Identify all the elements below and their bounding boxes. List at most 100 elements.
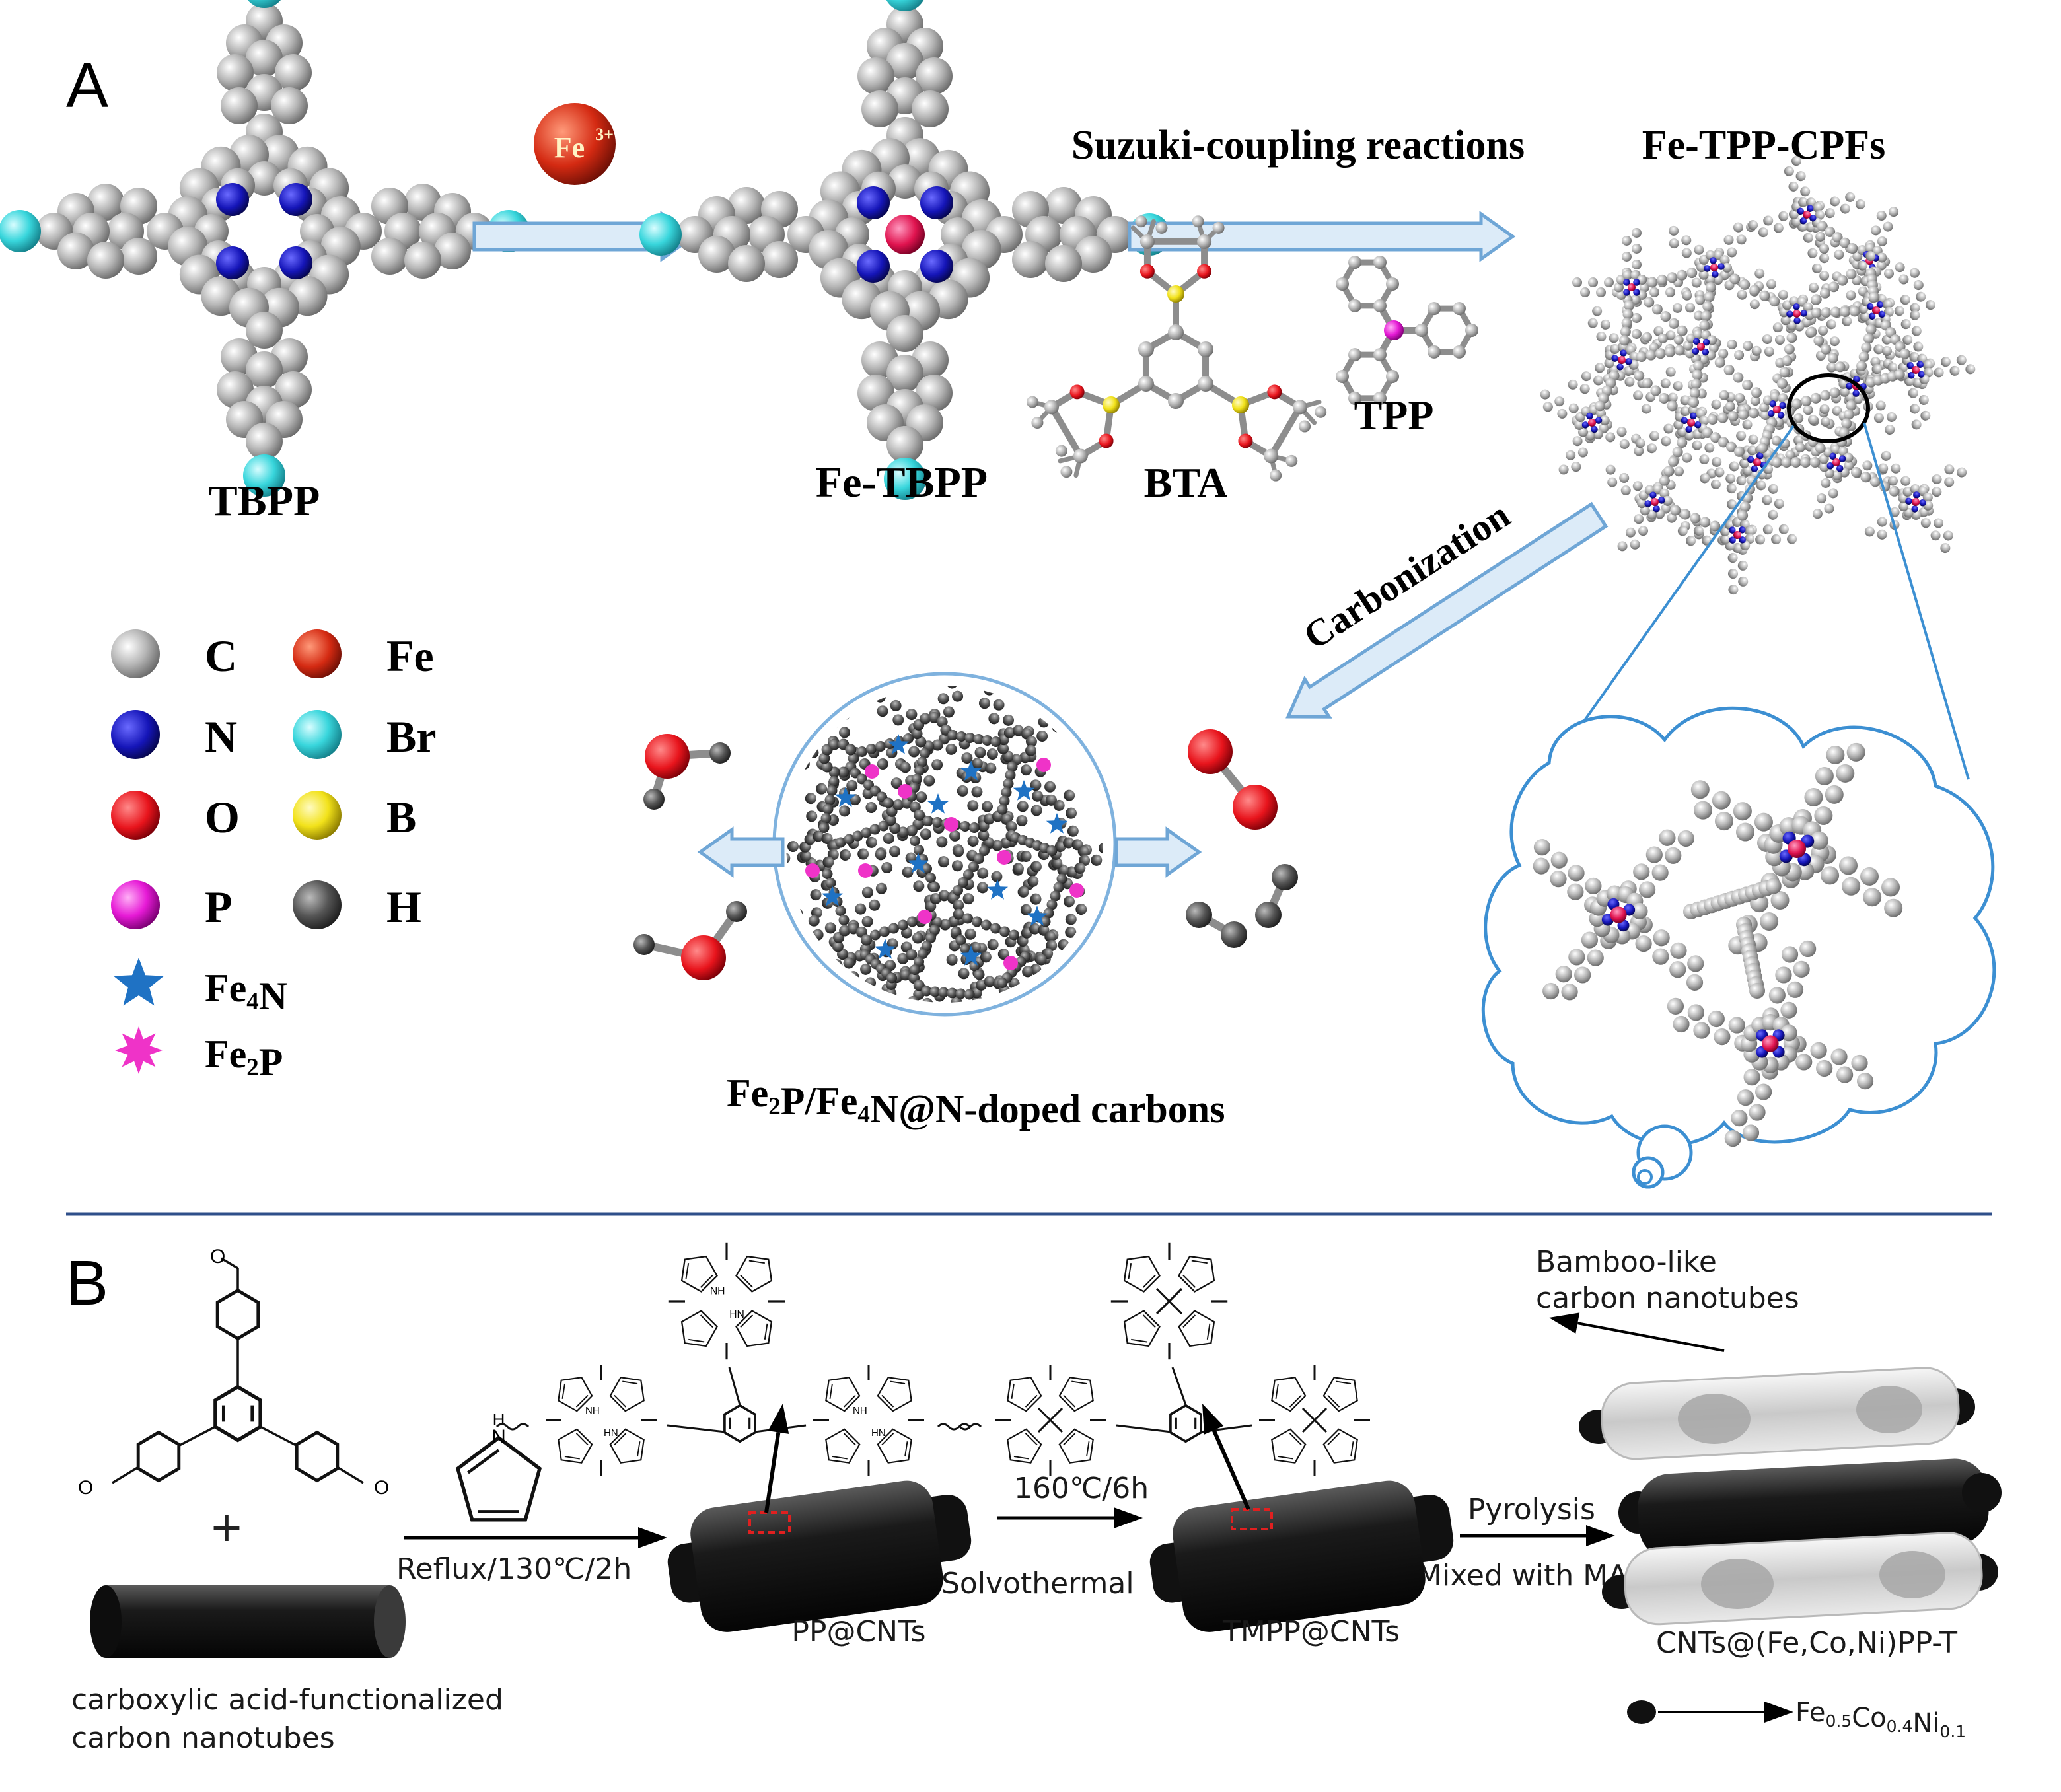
network-node <box>1751 268 1842 359</box>
carbon-atom <box>958 877 968 888</box>
carbon-atom <box>1758 227 1768 238</box>
text-run: P <box>259 1040 283 1084</box>
text-run: Fe <box>727 1071 768 1115</box>
carbon-atom <box>1677 526 1688 536</box>
carbon-atom <box>1934 518 1944 528</box>
carbon-atom <box>1762 524 1773 535</box>
nitrogen-atom <box>1625 358 1632 365</box>
carbon-atom <box>969 822 980 833</box>
carbon-atom <box>977 867 989 879</box>
carbon-atom <box>1871 364 1882 375</box>
carbon-atom <box>920 748 930 759</box>
carbon-atom <box>1781 457 1792 468</box>
carbon-atom <box>1795 443 1805 453</box>
carbon-atom <box>1900 319 1911 330</box>
carbon-atom <box>1728 1017 1745 1034</box>
fe4n-star <box>927 793 949 814</box>
carbon-atom <box>1818 326 1828 336</box>
pyrrole-unit <box>1262 1424 1311 1472</box>
bamboo-compartment <box>1879 1551 1945 1598</box>
carbon-atom <box>1035 999 1047 1003</box>
label-solvothermal: Solvothermal <box>941 1567 1134 1600</box>
carbon-atom <box>1616 427 1627 437</box>
legend-label-h: H <box>386 882 421 932</box>
carbon-atom <box>1828 488 1838 499</box>
tmpp-cnt-tube <box>1149 1480 1454 1632</box>
carbon-atom <box>1622 252 1632 262</box>
carbon-atom <box>1773 223 1784 233</box>
carbon-atom <box>839 849 851 861</box>
iron-atom <box>1618 356 1626 364</box>
text-run: N@N-doped carbons <box>870 1087 1225 1131</box>
fe4n-star <box>821 886 844 906</box>
nitrogen-atom <box>1906 362 1914 369</box>
carbon-atom <box>964 989 975 1000</box>
carbon-atom <box>1902 487 1913 497</box>
carbon-atom <box>999 795 1010 806</box>
carbon-atom <box>1846 290 1856 301</box>
carbon-atom <box>1644 297 1655 308</box>
nitrogen-atom <box>1692 338 1700 345</box>
carbon-atom <box>1704 291 1715 303</box>
carbon-atom <box>1579 384 1590 394</box>
carbon-atom <box>1661 436 1671 447</box>
carbon-atom <box>931 759 943 771</box>
carbon-atom <box>886 426 923 463</box>
carbon-atom <box>1940 543 1951 554</box>
carbon-atom <box>1669 961 1686 978</box>
carbon-atom <box>1803 302 1813 312</box>
carbon-atom <box>1772 457 1782 468</box>
carbon-atom <box>1742 379 1753 390</box>
bromine-atom <box>886 0 924 11</box>
carbon-atom <box>1873 413 1884 423</box>
carbon-atom <box>1869 291 1880 303</box>
iron-atom <box>1762 1035 1779 1052</box>
carbon-atom <box>1051 857 1063 869</box>
carbon-atom <box>1690 513 1701 524</box>
carbon-atom <box>1737 289 1747 300</box>
carbon-atom <box>1682 452 1692 463</box>
carbon-atom <box>1063 896 1075 908</box>
carbon-atom <box>1025 744 1036 756</box>
carbon-atom <box>888 923 899 934</box>
text-run: Co <box>1852 1703 1886 1733</box>
carbon-atom <box>1593 375 1604 386</box>
carbon-atom <box>1760 912 1779 931</box>
nitrogen-atom <box>1838 455 1846 462</box>
fe4n-star <box>960 945 982 966</box>
carbon-atom <box>929 986 941 997</box>
carbon-atom <box>949 830 961 842</box>
carbon-atom <box>1920 410 1931 421</box>
hn-label: HN <box>604 1427 618 1439</box>
carbon-atom <box>1348 256 1361 269</box>
carbon-atom <box>1667 392 1678 403</box>
bond-line <box>260 1425 297 1447</box>
carbon-atom <box>1667 997 1684 1015</box>
carbon-atom <box>1668 456 1679 467</box>
carbon-atom <box>1680 406 1690 417</box>
carbon-atom <box>990 923 1001 934</box>
carbon-atom <box>1285 454 1298 467</box>
pyrrole-unit <box>873 1368 921 1416</box>
carbon-atom <box>1838 856 1858 875</box>
fe2p-dot <box>918 910 932 924</box>
carbon-atom <box>1704 443 1715 453</box>
carbon-atom <box>951 860 963 872</box>
carbon-atom <box>1809 831 1828 850</box>
bamboo-tube-top <box>1579 1367 1975 1460</box>
carbon-atom <box>1610 343 1620 354</box>
carbon-atom <box>875 849 886 861</box>
carbon-atom <box>907 916 918 927</box>
carbon-atom <box>1373 348 1387 362</box>
text-run: P/Fe <box>781 1079 858 1123</box>
carbon-atom <box>1021 764 1032 776</box>
carbon-atom <box>1714 467 1725 478</box>
carbon-atom <box>1900 476 1911 486</box>
carbon-atom <box>1653 929 1670 947</box>
carbon-atom <box>1944 464 1955 475</box>
carbon-atom <box>920 713 931 725</box>
alloy-legend: Fe0.5Co0.4Ni0.1 <box>1627 1698 1966 1741</box>
